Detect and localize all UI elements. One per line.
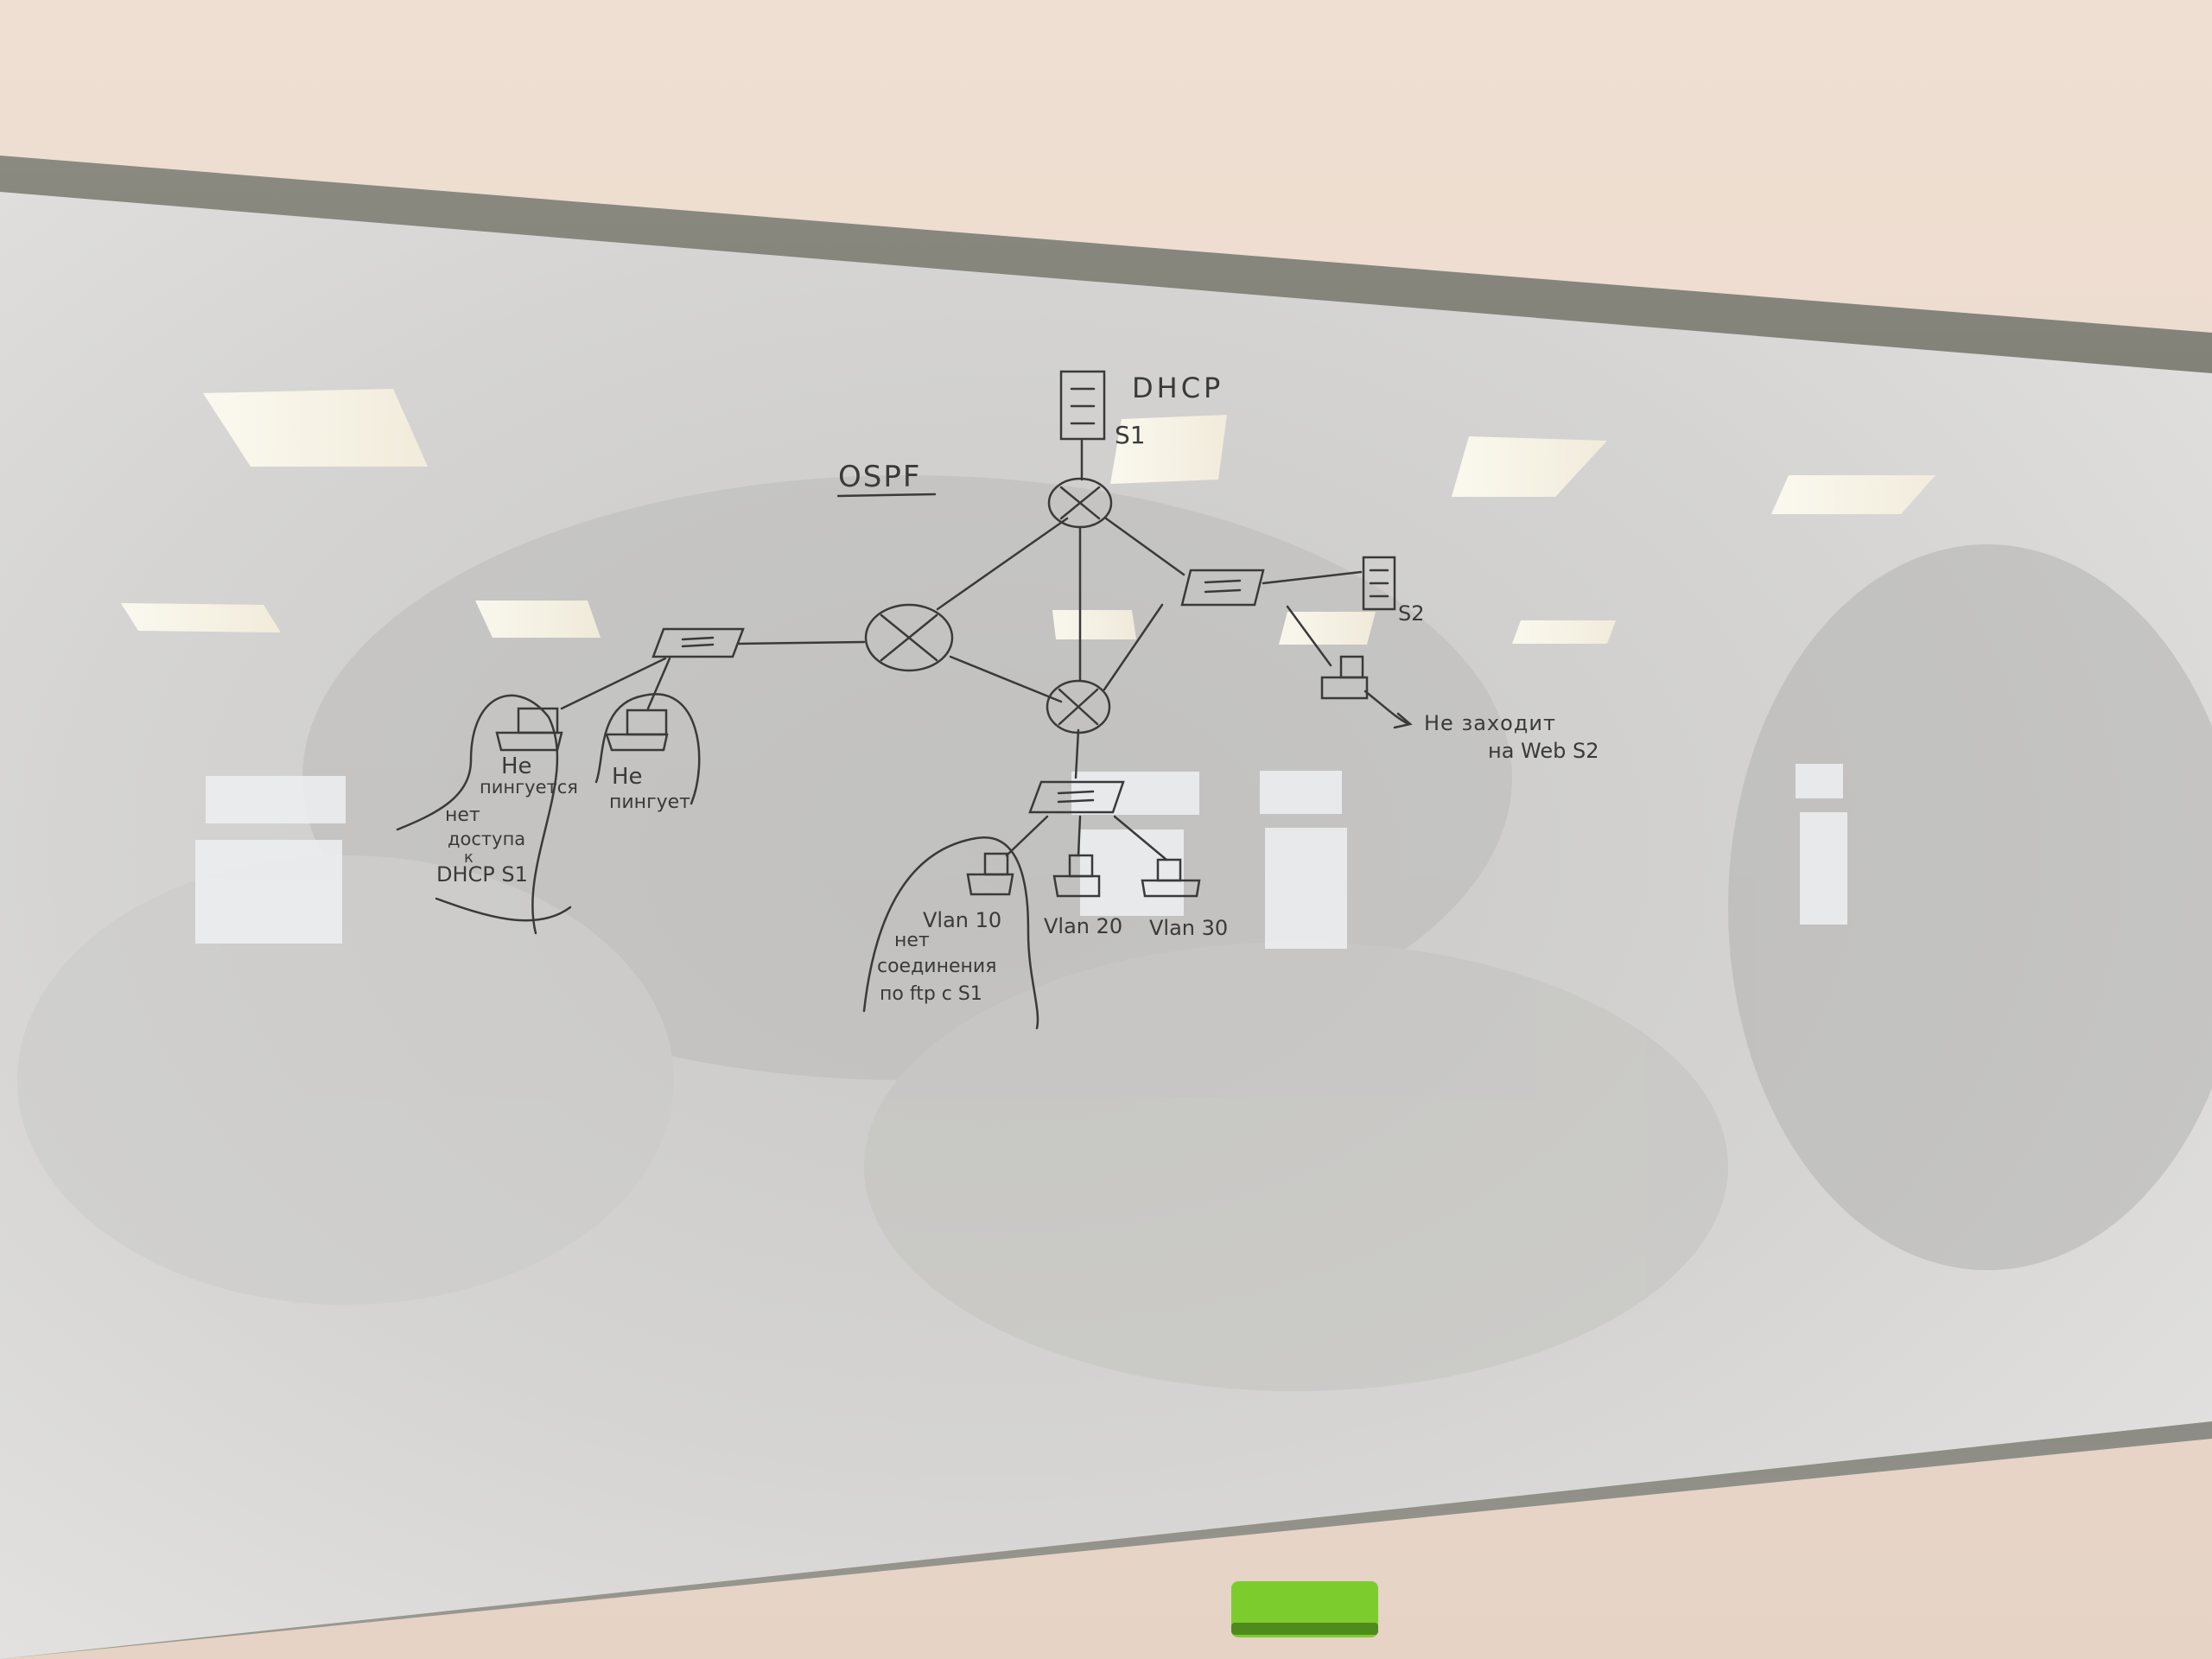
dhcp-server-icon bbox=[1059, 370, 1106, 441]
router-bottom-icon bbox=[1046, 679, 1111, 734]
link-switch-right-s2 bbox=[1262, 570, 1363, 585]
left-pc1-note-2: пингуется bbox=[480, 777, 578, 798]
web-note-2: на Web S2 bbox=[1488, 739, 1599, 763]
vlan30-label: Vlan 30 bbox=[1149, 916, 1228, 940]
link-router3-router2 bbox=[949, 655, 1063, 703]
link-switch-bottom-vlan30 bbox=[1113, 815, 1168, 861]
pc-vlan10-icon bbox=[966, 852, 1014, 896]
ospf-title: OSPF bbox=[838, 460, 921, 494]
outline-left-pc1 bbox=[396, 694, 559, 935]
link-switch-right-pc bbox=[1286, 605, 1332, 667]
outline-vlan10 bbox=[862, 836, 1039, 1030]
link-switch-bottom-vlan20 bbox=[1077, 815, 1082, 857]
server-s2-icon bbox=[1362, 556, 1396, 611]
dhcp-label: DHCP bbox=[1132, 372, 1224, 404]
link-router1-router3 bbox=[936, 517, 1069, 611]
vlan20-label: Vlan 20 bbox=[1044, 914, 1122, 938]
left-pc2-note-2: пингует bbox=[609, 791, 690, 813]
left-pc1-note-1: Не bbox=[501, 753, 532, 779]
link-switch-left-pc2 bbox=[646, 657, 671, 710]
pc-right-icon bbox=[1320, 655, 1369, 700]
diagram-labels: OSPF DHCP S1 S2 Не пингуется Не пингует … bbox=[436, 372, 1599, 1005]
no-access-note-3: к bbox=[464, 849, 474, 867]
vlan10-note-4: по ftp с S1 bbox=[880, 983, 982, 1005]
window-reflections bbox=[195, 764, 1847, 949]
ospf-underline bbox=[836, 493, 937, 498]
s2-name: S2 bbox=[1398, 601, 1425, 626]
dhcp-server-name: S1 bbox=[1115, 421, 1146, 449]
pc-vlan30-icon bbox=[1141, 858, 1201, 898]
web-note-1: Не заходит bbox=[1424, 711, 1556, 735]
switch-bottom-icon bbox=[1028, 780, 1125, 814]
left-pc2-note-1: Не bbox=[612, 764, 643, 790]
switch-left-icon bbox=[652, 627, 745, 658]
no-access-note-1: нет bbox=[445, 804, 480, 826]
pc-left2-icon bbox=[605, 709, 669, 752]
router-top-icon bbox=[1047, 477, 1113, 529]
network-diagram bbox=[396, 370, 1413, 1030]
switch-right-icon bbox=[1180, 569, 1265, 607]
link-router1-switch-right bbox=[1104, 517, 1185, 576]
link-router2-switch-right bbox=[1103, 603, 1164, 691]
no-access-note-4: DHCP S1 bbox=[436, 862, 528, 887]
arrow-web-annotation bbox=[1363, 690, 1410, 726]
router-left-icon bbox=[864, 603, 954, 672]
link-router2-switch-bottom bbox=[1074, 728, 1080, 779]
outline-left-pc2 bbox=[594, 693, 701, 805]
board-smudges bbox=[17, 475, 2212, 1391]
pc-vlan20-icon bbox=[1052, 854, 1101, 898]
vlan10-note-1: Vlan 10 bbox=[923, 908, 1001, 932]
vlan10-note-3: соединения bbox=[877, 956, 996, 977]
no-access-note-2: доступа bbox=[448, 829, 525, 849]
link-switch-left-pc1 bbox=[560, 657, 667, 710]
link-router3-switch-left bbox=[737, 640, 866, 645]
vlan10-note-2: нет bbox=[894, 930, 930, 951]
outline-no-access bbox=[435, 897, 572, 922]
link-switch-bottom-vlan10 bbox=[1005, 815, 1049, 857]
ceiling-light-reflections bbox=[121, 389, 1936, 645]
